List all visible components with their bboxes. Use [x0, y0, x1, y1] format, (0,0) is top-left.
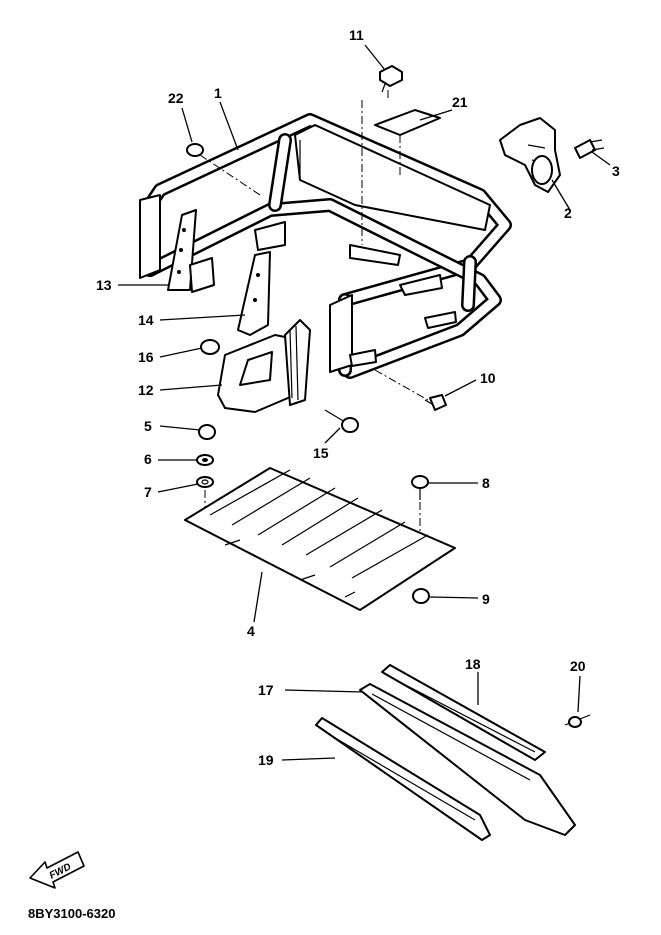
bolt-10 [374, 369, 447, 411]
callout-8: 8 [482, 475, 490, 491]
nut-5 [198, 424, 216, 440]
callout-9: 9 [482, 591, 490, 607]
diagram-code: 8BY3100-6320 [28, 906, 115, 921]
callout-12: 12 [138, 382, 154, 398]
washer-6 [196, 454, 214, 466]
nut-9 [412, 588, 430, 604]
callout-19: 19 [258, 752, 274, 768]
bolt-11 [379, 65, 403, 100]
callout-21: 21 [452, 94, 468, 110]
callout-6: 6 [144, 451, 152, 467]
side-bracket [499, 117, 561, 193]
callout-13: 13 [96, 277, 112, 293]
callout-15: 15 [313, 445, 329, 461]
callout-22: 22 [168, 90, 184, 106]
box-12 [217, 319, 311, 413]
strip-19 [315, 717, 491, 841]
label-21 [374, 109, 441, 175]
rivet-20 [564, 714, 591, 728]
bolt-8 [411, 475, 429, 535]
callout-20: 20 [570, 658, 586, 674]
callout-1: 1 [214, 85, 222, 101]
callout-5: 5 [144, 418, 152, 434]
callout-labels: 1 2 3 4 5 6 7 8 9 10 11 12 13 14 15 16 1… [96, 27, 620, 768]
bracket-13 [167, 209, 215, 293]
callout-4: 4 [247, 623, 255, 639]
strip-18 [381, 664, 546, 761]
panel-17 [359, 683, 576, 836]
callout-14: 14 [138, 312, 154, 328]
nut-22 [186, 143, 261, 196]
callout-10: 10 [480, 370, 496, 386]
callout-17: 17 [258, 682, 274, 698]
callout-18: 18 [465, 656, 481, 672]
callout-11: 11 [349, 27, 364, 43]
fwd-arrow-icon: FWD [29, 851, 85, 889]
leader-lines [118, 44, 611, 761]
rack-frame [139, 113, 512, 379]
nut-16 [200, 339, 220, 355]
callout-7: 7 [144, 484, 152, 500]
callout-2: 2 [564, 205, 572, 221]
floor-plate [184, 467, 456, 611]
callout-3: 3 [612, 163, 620, 179]
callout-16: 16 [138, 349, 154, 365]
bracket-14 [237, 251, 271, 336]
bolt-15 [324, 409, 359, 433]
bolt-3 [574, 139, 605, 159]
